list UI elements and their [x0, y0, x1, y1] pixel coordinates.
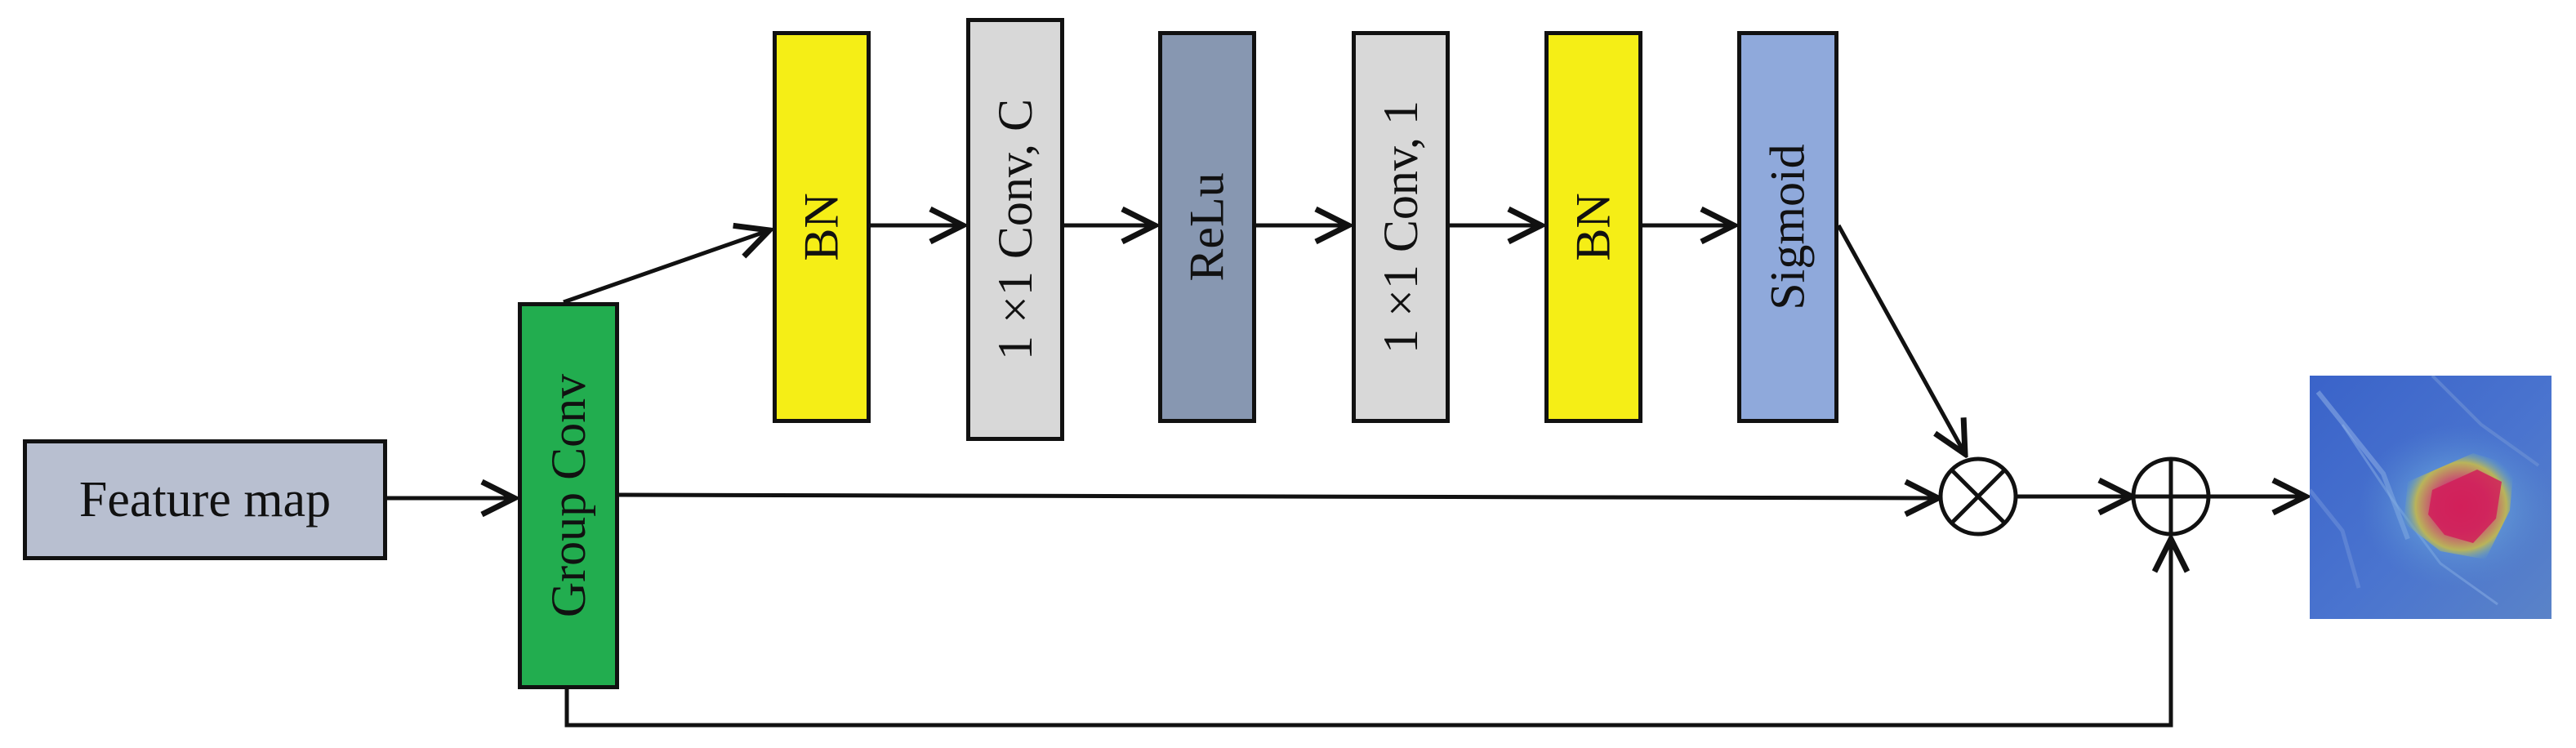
conv-1x1-c-label: 1 ×1 Conv, C	[988, 99, 1043, 360]
bn-block-2: BN	[1544, 31, 1642, 423]
relu-block: ReLu	[1158, 31, 1256, 423]
bn-label-1: BN	[794, 193, 849, 261]
feature-map-label: Feature map	[78, 472, 332, 528]
group-conv-block: Group Conv	[518, 302, 619, 689]
conv-1x1-1-block: 1 ×1 Conv, 1	[1352, 31, 1450, 423]
arrow-sigmoid-to-multiply	[1836, 224, 1965, 454]
heatmap-output-image	[2310, 376, 2551, 619]
conv-1x1-c-block: 1 ×1 Conv, C	[966, 18, 1064, 441]
feature-map-block: Feature map	[23, 439, 387, 560]
add-operator-icon	[2131, 456, 2211, 537]
arrow-skip-connection	[564, 539, 2171, 728]
multiply-operator-icon	[1938, 456, 2018, 537]
sigmoid-label: Sigmoid	[1761, 144, 1816, 310]
bn-block-1: BN	[773, 31, 871, 423]
sigmoid-block: Sigmoid	[1737, 31, 1838, 423]
group-conv-label: Group Conv	[541, 373, 595, 618]
heatmap-graphic	[2310, 376, 2551, 619]
conv-1x1-1-label: 1 ×1 Conv, 1	[1374, 100, 1428, 354]
arrow-groupconv-to-multiply	[618, 495, 1938, 498]
relu-label: ReLu	[1180, 172, 1234, 282]
arrow-groupconv-to-bn	[563, 230, 769, 305]
bn-label-2: BN	[1566, 193, 1620, 261]
